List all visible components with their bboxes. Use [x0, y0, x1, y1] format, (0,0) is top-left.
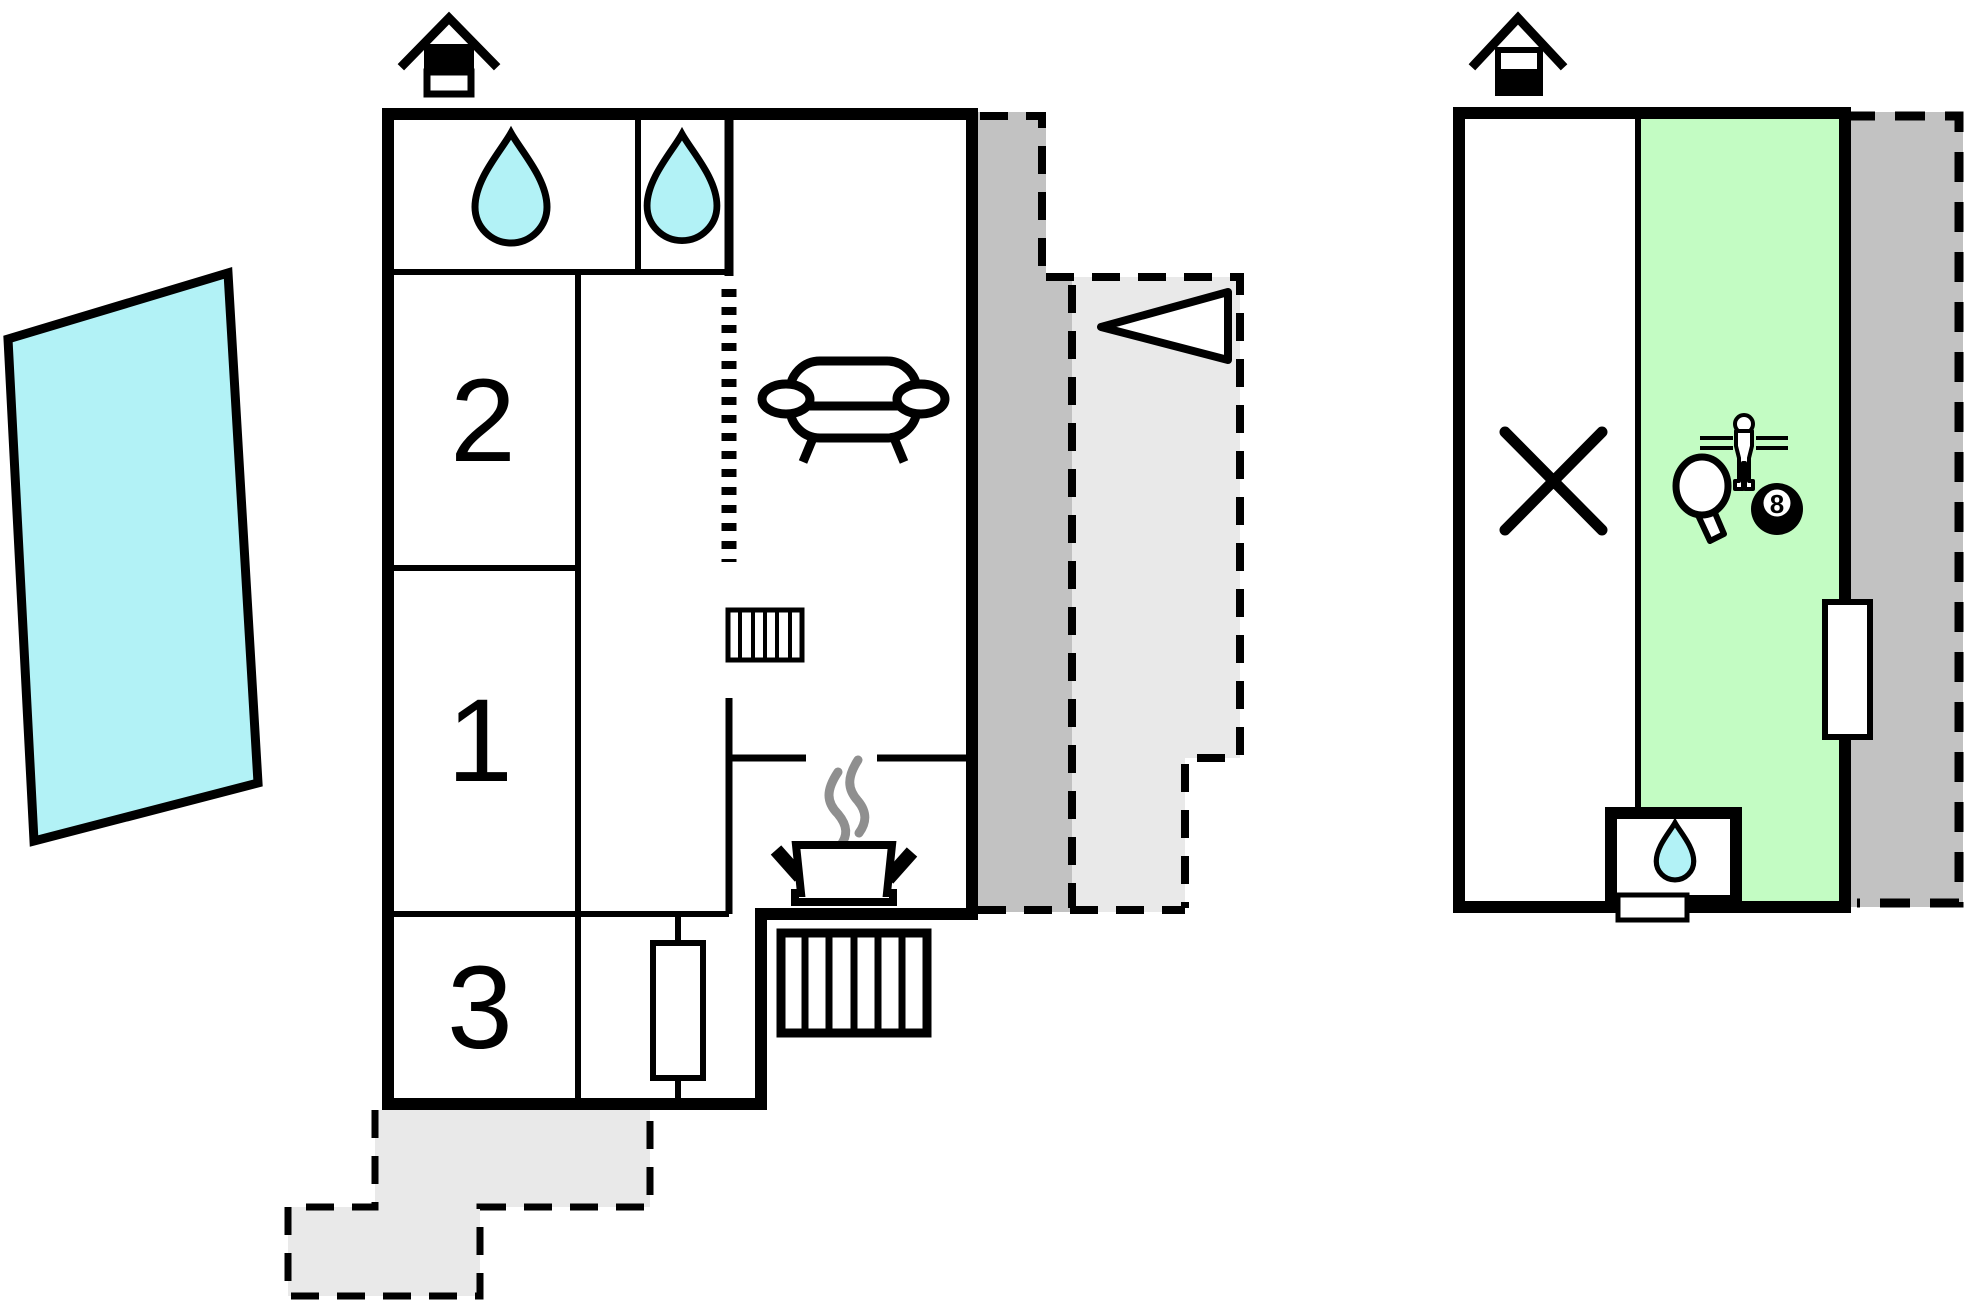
- covered-terrace-fill: [978, 112, 1072, 912]
- ball-number-label: 8: [1770, 489, 1784, 519]
- shower-room: [1605, 807, 1742, 907]
- terrace-dashed-border: [980, 112, 1046, 273]
- door-mat: [1615, 892, 1690, 923]
- main-building: 2 1 3: [382, 108, 978, 1110]
- side-terrace-dashed-border: [1845, 111, 1964, 908]
- chimney-icon: [397, 11, 501, 98]
- swimming-pool: [3, 267, 263, 847]
- room-2-label: 2: [450, 355, 516, 487]
- patio-dashed-border: [284, 1110, 654, 1300]
- exterior-stairs-icon: [776, 928, 932, 1038]
- table-tennis-paddle-icon: [1672, 453, 1732, 544]
- entrance-arrow-icon: [1097, 288, 1232, 364]
- annex-building: 8: [1453, 107, 1964, 923]
- foosball-player-icon: [1700, 413, 1788, 491]
- stove-icon: [770, 841, 918, 906]
- door-rect: [650, 940, 706, 1081]
- sofa-icon: [757, 356, 950, 464]
- open-terrace-fill: [1072, 277, 1240, 912]
- room-3-label: 3: [447, 942, 513, 1074]
- closed-room-x-icon: [1499, 426, 1608, 536]
- billiard-8ball-icon: 8: [1751, 483, 1803, 535]
- room-1-label: 1: [447, 675, 513, 807]
- door-rect: [1822, 599, 1873, 740]
- covered-terrace: [978, 112, 1072, 912]
- chimney-icon: [1468, 11, 1568, 96]
- steam-icon: [824, 755, 870, 851]
- main-building-interior-walls: [394, 120, 966, 1098]
- side-terrace-fill: [1851, 112, 1963, 907]
- patio-fill: [288, 1110, 650, 1296]
- open-terrace: [978, 273, 1244, 914]
- patio: [284, 1110, 654, 1300]
- radiator-icon: [725, 607, 805, 663]
- game-room-floor: [1641, 119, 1839, 901]
